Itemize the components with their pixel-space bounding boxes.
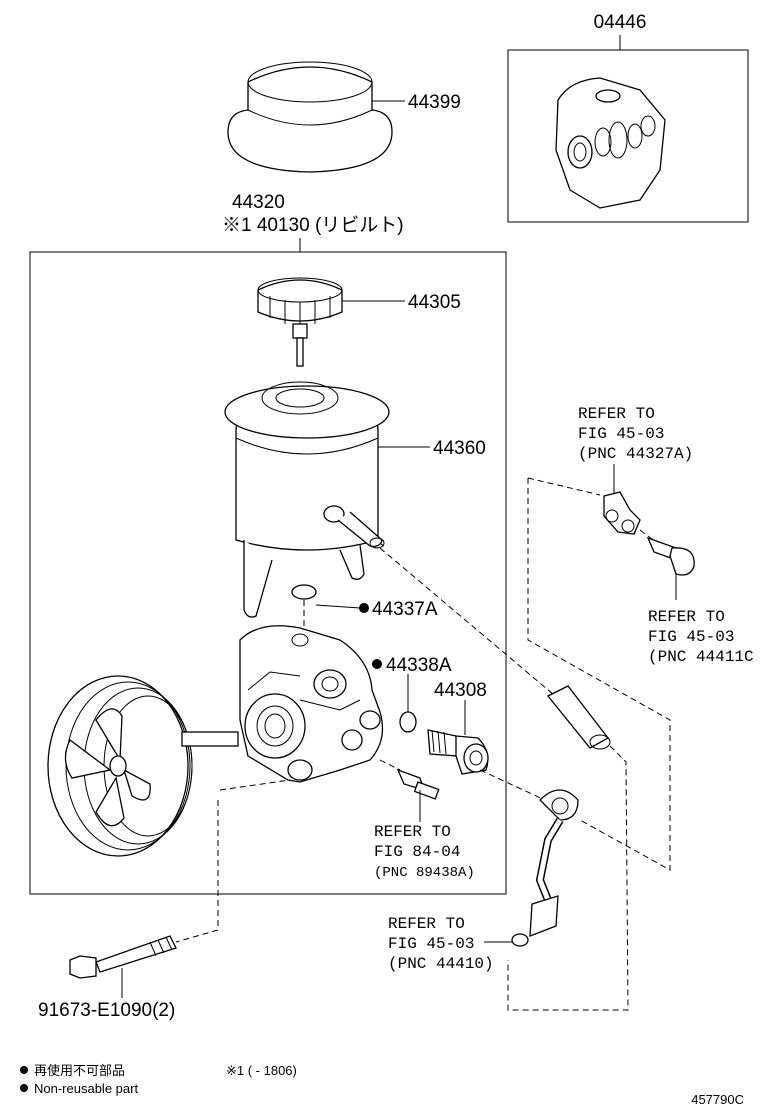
legend-en: Non-reusable part	[34, 1081, 138, 1096]
ref-c-group: REFER TO FIG 84-04 (PNC 89438A)	[374, 823, 475, 881]
sensor-group	[396, 768, 440, 822]
ref-d-line3: (PNC 44410)	[388, 955, 494, 973]
ref-b-line2: FIG 45-03	[648, 628, 734, 646]
reservoir-cap-group: 44399	[227, 61, 461, 173]
tank-label: 44360	[433, 438, 486, 459]
ref-c-line2: FIG 84-04	[374, 843, 460, 861]
ref-d-line2: FIG 45-03	[388, 935, 474, 953]
ref-b-group: REFER TO FIG 45-03 (PNC 44411C	[648, 608, 754, 666]
clamp-group	[603, 491, 641, 535]
ref-d-line1: REFER TO	[388, 915, 465, 933]
bolt-label: 91673-E1090(2)	[38, 1000, 175, 1021]
seal-kit-box	[507, 49, 749, 223]
ref-c-line3: (PNC 89438A)	[374, 865, 475, 881]
ref-a-line2: FIG 45-03	[578, 425, 664, 443]
reservoir-cap-shape	[227, 66, 393, 173]
oring-b-group: 44338A	[372, 655, 452, 733]
legend-dot-en	[20, 1084, 28, 1092]
ref-a-line1: REFER TO	[578, 405, 655, 423]
seal-kit-group: 04446	[507, 12, 749, 223]
oring-a-group: 44337A	[291, 584, 438, 640]
reservoir-cap-label: 44399	[408, 92, 461, 113]
ref-b-line1: REFER TO	[648, 608, 725, 626]
union-label: 44308	[434, 680, 487, 701]
pump-body-group	[239, 625, 384, 783]
assembly-box	[29, 251, 507, 895]
ref-b-line3: (PNC 44411C	[648, 648, 754, 666]
tank-cap-group: 44305	[257, 277, 461, 367]
ref-c-line1: REFER TO	[374, 823, 451, 841]
oring-a-label: 44337A	[372, 599, 438, 620]
ref-a-group: REFER TO FIG 45-03 (PNC 44327A)	[578, 405, 693, 494]
bolt-group: 91673-E1090(2)	[38, 800, 219, 1021]
hose-group	[507, 685, 629, 1011]
oring-b-label: 44338A	[386, 655, 452, 676]
union-group: 44308	[427, 680, 489, 775]
legend-jp: 再使用不可部品	[34, 1063, 125, 1078]
legend-group: 再使用不可部品 Non-reusable part ※1 ( - 1806)	[20, 1063, 297, 1096]
figure-id: 457790C	[691, 1092, 744, 1107]
non-reusable-dot-b	[372, 659, 382, 669]
non-reusable-dot-a	[359, 603, 369, 613]
assembly-label: 44320	[232, 192, 285, 213]
ref-d-group: REFER TO FIG 45-03 (PNC 44410)	[388, 915, 512, 973]
seal-kit-parts	[555, 77, 666, 209]
ref-a-line3: (PNC 44327A)	[578, 445, 693, 463]
rebuilt-label: ※1 40130 (リビルト)	[222, 214, 404, 236]
legend-note: ※1 ( - 1806)	[226, 1063, 297, 1078]
legend-dot-jp	[20, 1066, 28, 1074]
bolt-small-group	[646, 536, 695, 600]
pulley-group	[47, 675, 239, 857]
tank-group: 44360	[224, 381, 486, 618]
seal-kit-label: 04446	[594, 12, 647, 33]
tank-cap-label: 44305	[408, 292, 461, 313]
